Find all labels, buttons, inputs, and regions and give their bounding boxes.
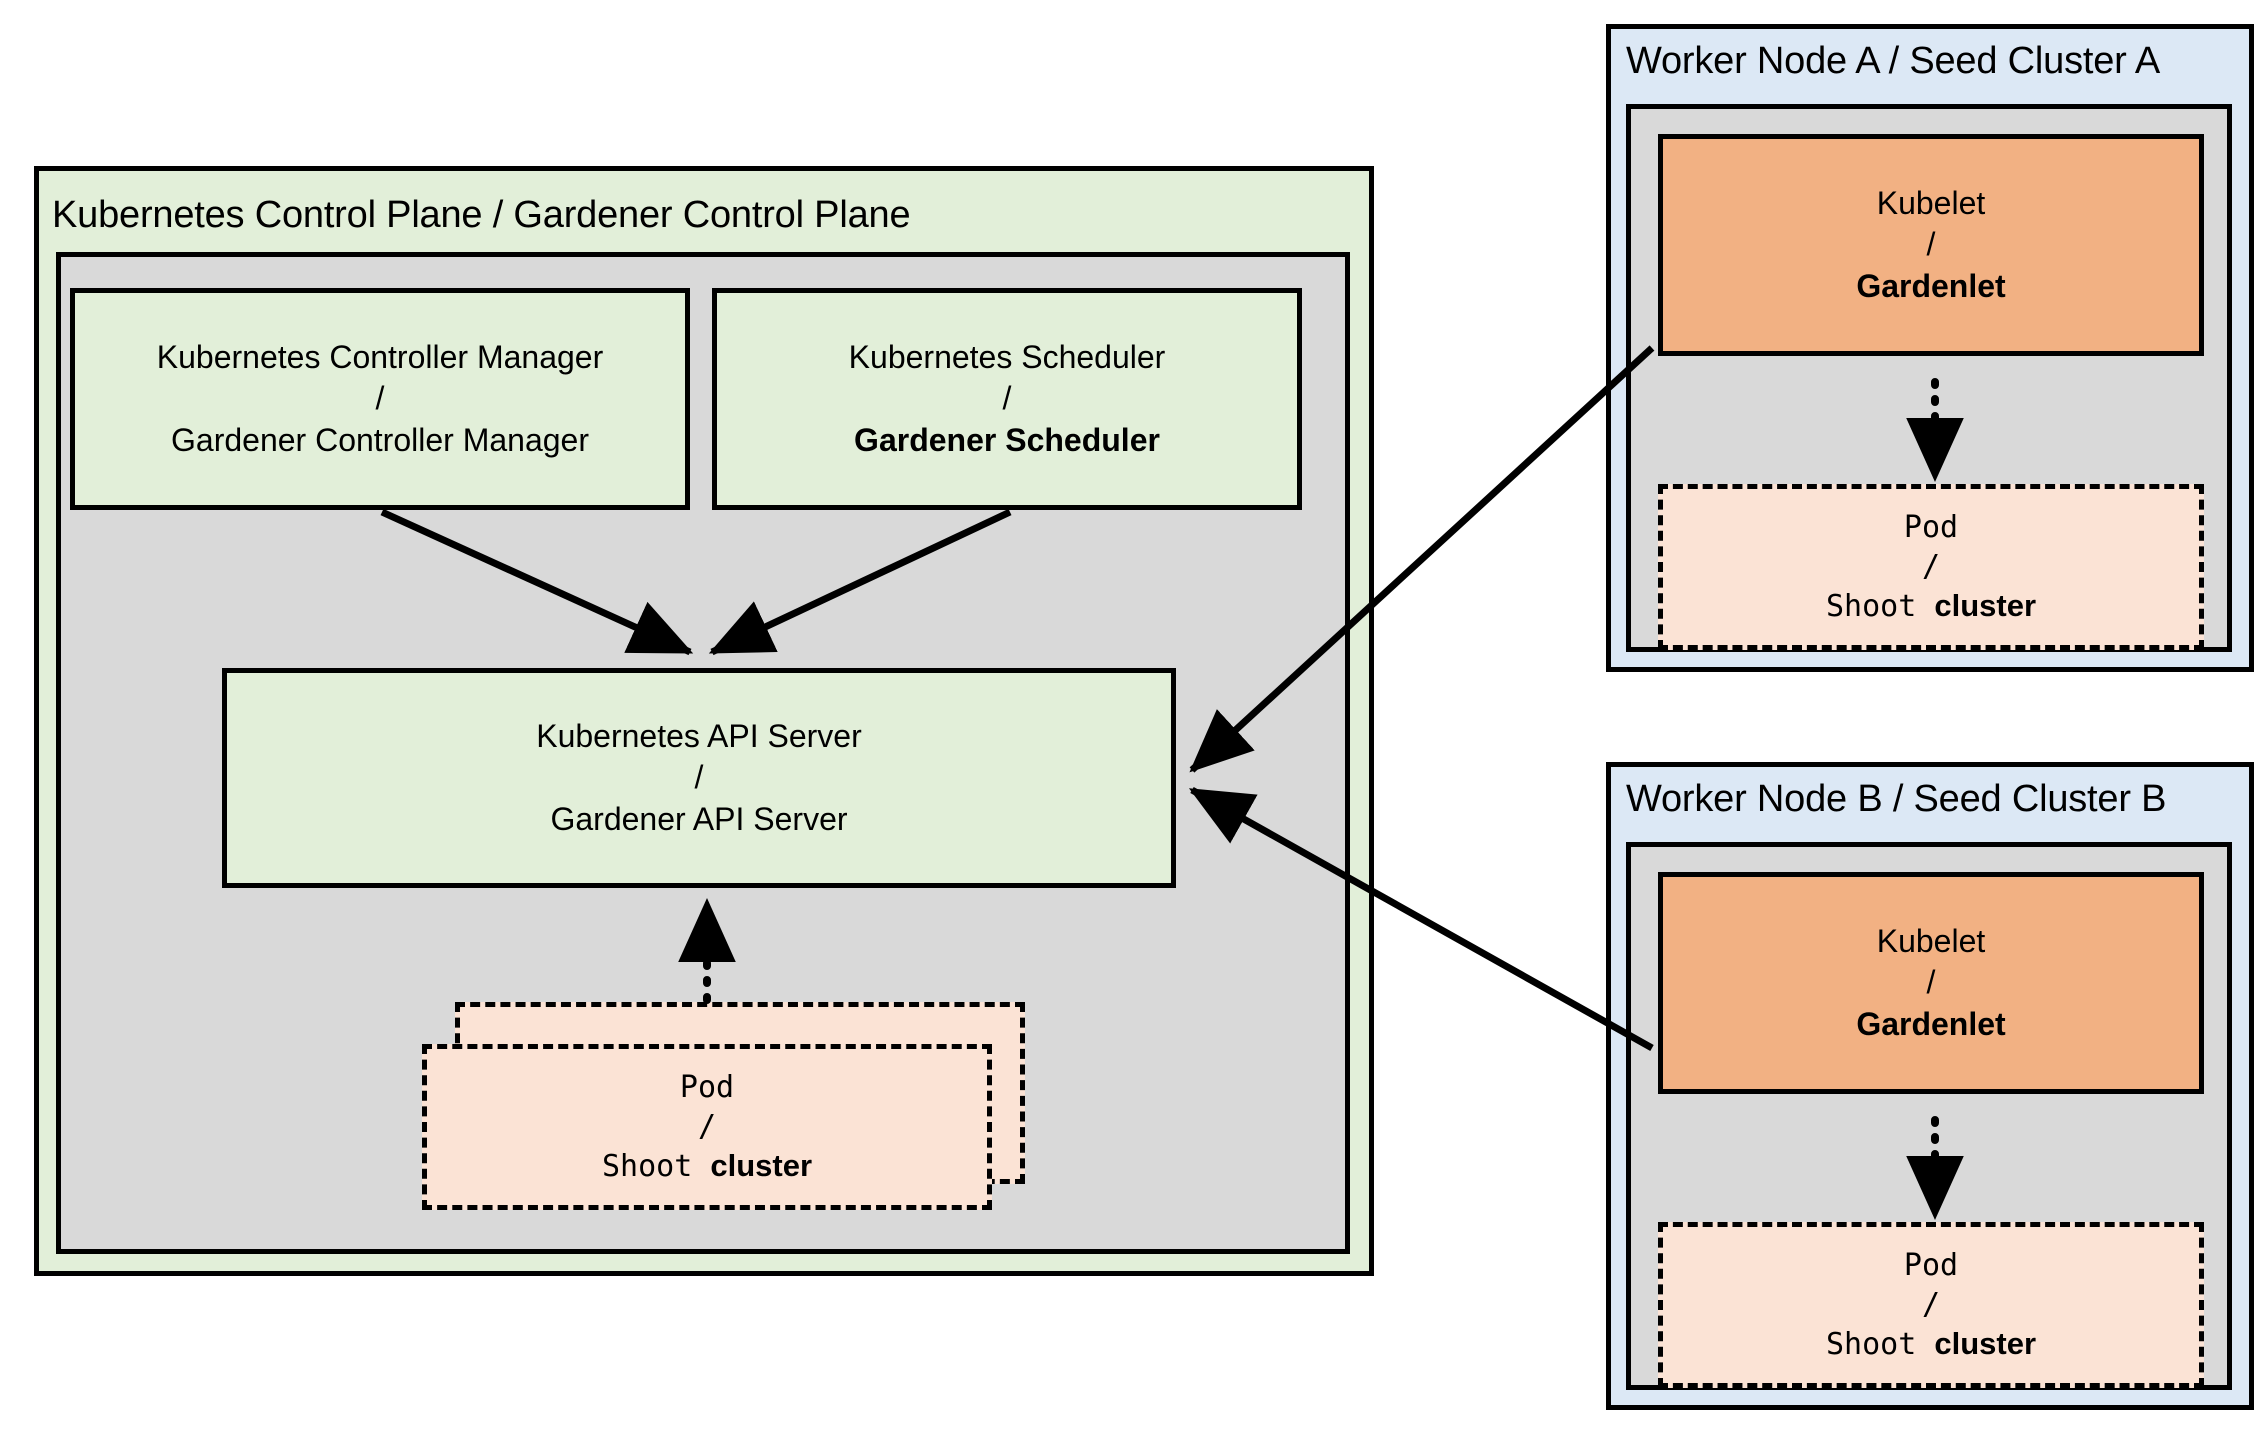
worker-a-kubelet-line-1: Kubelet (1876, 184, 1986, 221)
worker-b-pod-cluster-text: cluster (1934, 1325, 2037, 1361)
api-server-line-2: Gardener API Server (550, 800, 848, 837)
worker-node-a-kubelet-box[interactable]: Kubelet / Gardenlet (1658, 134, 2204, 356)
worker-node-b-kubelet-box[interactable]: Kubelet / Gardenlet (1658, 872, 2204, 1094)
worker-b-pod-line-2: Shoot cluster (1826, 1324, 2036, 1364)
worker-b-kubelet-slash: / (1926, 964, 1936, 1001)
control-plane-pod-line-2: Shoot cluster (602, 1146, 812, 1186)
control-plane-pod-cluster-text: cluster (710, 1147, 813, 1183)
worker-node-b-pod-box[interactable]: Pod / Shoot cluster (1658, 1222, 2204, 1388)
control-plane-pod-slash: / (697, 1108, 717, 1144)
worker-b-pod-shoot-text: Shoot (1825, 1326, 1917, 1362)
kubernetes-controller-manager-box[interactable]: Kubernetes Controller Manager / Gardener… (70, 288, 690, 510)
api-server-slash: / (694, 759, 704, 796)
worker-node-b-title: Worker Node B / Seed Cluster B (1626, 778, 2167, 820)
worker-a-pod-cluster-text: cluster (1934, 587, 2037, 623)
worker-a-pod-line-2: Shoot cluster (1826, 586, 2036, 626)
control-plane-title: Kubernetes Control Plane / Gardener Cont… (52, 194, 911, 236)
kubernetes-api-server-box[interactable]: Kubernetes API Server / Gardener API Ser… (222, 668, 1176, 888)
api-server-line-1: Kubernetes API Server (536, 717, 862, 754)
worker-a-pod-shoot-text: Shoot (1825, 588, 1917, 624)
worker-b-kubelet-line-1: Kubelet (1876, 922, 1986, 959)
scheduler-slash: / (1002, 380, 1012, 417)
kubernetes-scheduler-box[interactable]: Kubernetes Scheduler / Gardener Schedule… (712, 288, 1302, 510)
worker-a-kubelet-line-2: Gardenlet (1856, 267, 2006, 304)
worker-a-pod-slash: / (1921, 548, 1941, 584)
worker-a-pod-line-1: Pod (1903, 509, 1959, 545)
control-plane-pod-line-1: Pod (679, 1069, 735, 1105)
controller-manager-line-2: Gardener Controller Manager (171, 421, 589, 458)
worker-node-a-pod-box[interactable]: Pod / Shoot cluster (1658, 484, 2204, 650)
scheduler-line-2: Gardener Scheduler (854, 421, 1160, 458)
scheduler-line-1: Kubernetes Scheduler (848, 338, 1166, 375)
controller-manager-line-1: Kubernetes Controller Manager (156, 338, 604, 375)
control-plane-pod-shoot-text: Shoot (601, 1148, 693, 1184)
control-plane-pod-box[interactable]: Pod / Shoot cluster (422, 1044, 992, 1210)
worker-a-kubelet-slash: / (1926, 226, 1936, 263)
worker-node-a-title: Worker Node A / Seed Cluster A (1626, 40, 2161, 82)
controller-manager-slash: / (375, 380, 385, 417)
worker-b-kubelet-line-2: Gardenlet (1856, 1005, 2006, 1042)
worker-b-pod-slash: / (1921, 1286, 1941, 1322)
worker-b-pod-line-1: Pod (1903, 1247, 1959, 1283)
